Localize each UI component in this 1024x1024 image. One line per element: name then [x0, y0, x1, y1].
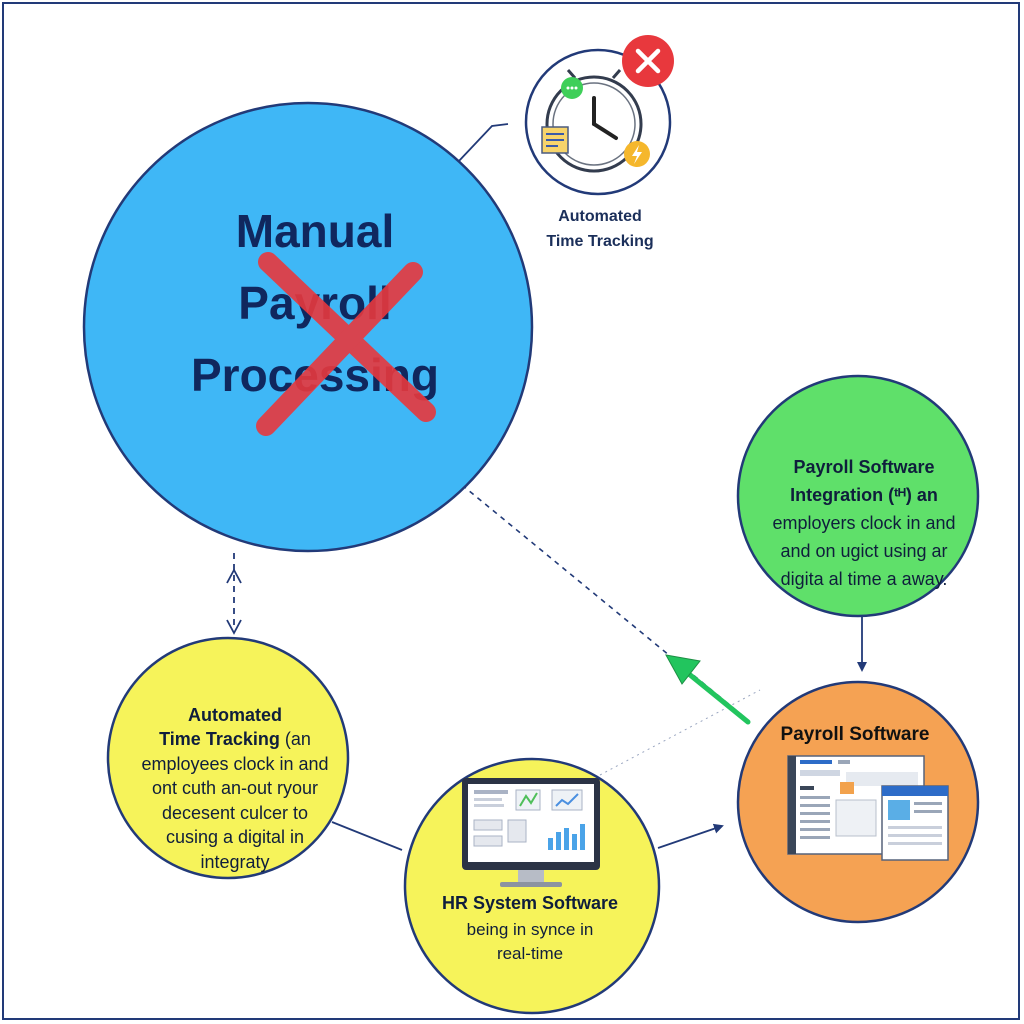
monitor-dashboard-icon	[462, 778, 600, 887]
connector-faint-hr-to-payroll	[599, 689, 761, 776]
payroll-integration-body: employers clock in and and on ugict usin…	[772, 513, 956, 589]
payroll-software-title: Payroll Software	[780, 724, 930, 745]
payroll-integration-text: Payroll Software Integration (ᵗᴴ) an emp…	[748, 425, 980, 621]
hr-system-title: HR System Software	[441, 893, 619, 913]
document-icon	[541, 126, 569, 154]
connector-hr-to-payroll	[657, 823, 724, 849]
payroll-integration-circle	[736, 374, 980, 618]
error-x-icon	[622, 35, 674, 87]
bolt-icon	[624, 141, 650, 167]
connector-yellow-to-hr	[331, 821, 403, 851]
automated-time-tracking-title: Automated Time Tracking	[159, 704, 282, 750]
payroll-integration-title: Payroll Software Integration (ᵗᴴ) an	[790, 457, 938, 505]
clock-node-label: Automated Time Tracking	[546, 208, 654, 250]
automated-time-tracking-circle	[106, 636, 350, 880]
automated-time-tracking-body: (an employees clock in and ont cuth an-o…	[141, 729, 329, 872]
hr-system-subtitle: being in synce in real-time	[466, 920, 594, 963]
payroll-screens-icon	[787, 755, 949, 861]
connector-manual-to-clock	[457, 123, 509, 163]
chat-bubble-icon	[561, 77, 583, 99]
clock-icon	[545, 69, 643, 173]
green-arrow	[665, 654, 751, 725]
clock-node	[524, 35, 674, 196]
connector-double-arrow-manual-yellow	[226, 553, 242, 635]
connector-dashed-manual-to-payroll	[461, 484, 749, 721]
automated-time-tracking-text: Automated Time Tracking (an employees cl…	[115, 678, 355, 874]
manual-payroll-title: Manual Payroll Processing	[191, 205, 439, 401]
